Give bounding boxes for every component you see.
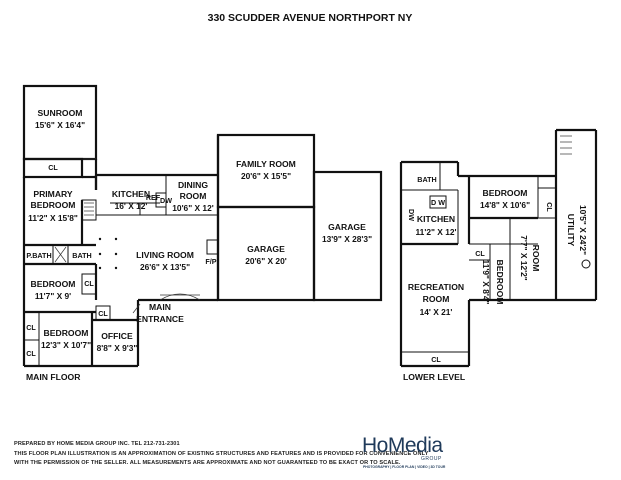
disclaimer-line-1: PREPARED BY HOME MEDIA GROUP INC. TEL 21… <box>14 441 180 447</box>
lower-bedroom-1-label: BEDROOM <box>483 188 528 198</box>
bedroom-3-closet-a-label: CL <box>26 323 36 332</box>
office-dim: 8'8" X 9'3" <box>97 343 138 353</box>
sunroom-dim: 15'6" X 16'4" <box>35 120 85 130</box>
utility-dim: 10'5" X 24'2" <box>578 205 588 255</box>
logo-tagline: PHOTOGRAPHY | FLOOR PLAN | VIDEO | 3D TO… <box>363 465 446 469</box>
office-closet-label: CL <box>98 309 108 318</box>
dining-dim: 10'6" X 12' <box>172 203 213 213</box>
primary-label-2: BEDROOM <box>31 200 76 210</box>
lower-kitchen-label: KITCHEN <box>417 214 455 224</box>
utility-label: UTILITY <box>566 214 576 247</box>
logo-wordmark: HoMedia <box>362 434 443 457</box>
powder-bath-label: P.BATH <box>26 251 51 260</box>
disclaimer-line-2: THIS FLOOR PLAN ILLUSTRATION IS AN APPRO… <box>14 451 429 457</box>
living-room-dim: 26'6" X 13'5" <box>140 262 190 272</box>
family-room-dim: 20'6" X 15'5" <box>241 171 291 181</box>
lower-room-dim: 7'7" X 12'2" <box>519 235 529 280</box>
lower-bedroom-2-closet-label: CL <box>475 249 485 258</box>
lower-bedroom-1-closet-label: CL <box>545 202 554 212</box>
lower-level-label: LOWER LEVEL <box>403 372 465 382</box>
entrance-label-2: ENTRANCE <box>136 314 184 324</box>
disclaimer-line-3: WITH THE PERMISSION OF THE SELLER. ALL M… <box>14 460 401 466</box>
bedroom-2-label: BEDROOM <box>31 279 76 289</box>
kitchen-dim: 16' X 12' <box>115 201 148 211</box>
main-floor-walls <box>22 84 383 368</box>
recreation-label-1: RECREATION <box>408 282 464 292</box>
dining-label-1: DINING <box>178 180 208 190</box>
bedroom-3-closet-b-label: CL <box>26 349 36 358</box>
entrance-pointer <box>132 303 141 314</box>
living-room-label: LIVING ROOM <box>136 250 194 260</box>
main-floor-stair <box>84 202 94 216</box>
kitchen-label: KITCHEN <box>112 189 150 199</box>
lower-dw2-label: D W <box>431 198 445 207</box>
plan-title: 330 SCUDDER AVENUE NORTHPORT NY <box>208 12 413 24</box>
primary-closet-label: CL <box>48 163 58 172</box>
entrance-label-1: MAIN <box>149 302 171 312</box>
primary-label-1: PRIMARY <box>33 189 73 199</box>
fireplace-label: F/P <box>205 257 216 266</box>
lower-kitchen-dim: 11'2" X 12' <box>415 227 456 237</box>
lower-dw-label: DW <box>407 209 416 221</box>
living-room-column-dots <box>98 237 118 270</box>
garage-1-label: GARAGE <box>247 244 285 254</box>
family-room-label: FAMILY ROOM <box>236 159 296 169</box>
dining-label-2: ROOM <box>180 191 207 201</box>
main-floor-level-label: MAIN FLOOR <box>26 372 81 382</box>
ref-label: REF <box>146 193 161 202</box>
main-bath-label: BATH <box>72 251 91 260</box>
lower-bedroom-2-label: BEDROOM <box>495 260 505 305</box>
lower-bedroom-2-dim: 11'9" X 8'4" <box>481 260 491 305</box>
recreation-dim: 14' X 21' <box>420 307 453 317</box>
recreation-closet-label: CL <box>431 355 441 364</box>
main-dw-label: DW <box>160 196 172 205</box>
office-label: OFFICE <box>101 331 133 341</box>
bedroom-2-dim: 11'7" X 9' <box>35 291 71 301</box>
lower-bath-label: BATH <box>417 175 436 184</box>
sunroom-label: SUNROOM <box>38 108 83 118</box>
bedroom-2-closet-label: CL <box>84 279 94 288</box>
garage-2-dim: 13'9" X 28'3" <box>322 234 372 244</box>
lower-bedroom-1-dim: 14'8" X 10'6" <box>480 200 530 210</box>
garage-2-label: GARAGE <box>328 222 366 232</box>
bedroom-3-label: BEDROOM <box>44 328 89 338</box>
logo-group-text: GROUP <box>421 456 442 462</box>
homedia-logo: HoMedia GROUP PHOTOGRAPHY | FLOOR PLAN |… <box>362 434 445 469</box>
lower-level-walls <box>399 128 598 368</box>
bedroom-3-dim: 12'3" X 10'7" <box>41 340 91 350</box>
garage-1-dim: 20'6" X 20' <box>245 256 286 266</box>
primary-dim: 11'2" X 15'8" <box>28 213 78 223</box>
recreation-label-2: ROOM <box>423 294 450 304</box>
lower-room-label: ROOM <box>531 245 541 272</box>
